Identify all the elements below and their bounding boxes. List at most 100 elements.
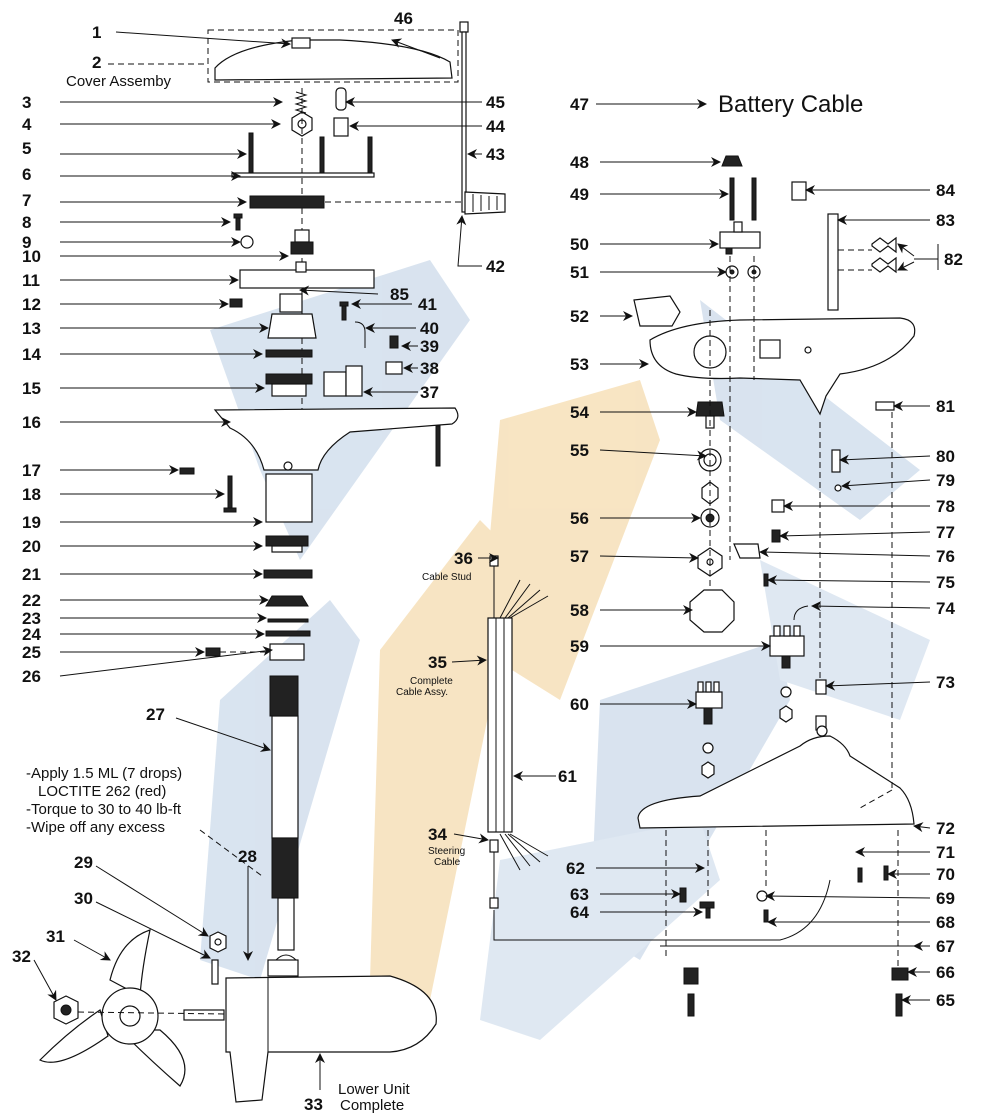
label-4: 4 [22, 115, 32, 134]
label-48: 48 [570, 153, 589, 172]
label-58: 58 [570, 601, 589, 620]
label-2: 2 [92, 53, 101, 72]
frame-part-11 [239, 261, 375, 289]
label-52: 52 [570, 307, 589, 326]
collar-part-26 [269, 643, 305, 661]
bolt-part-18 [223, 475, 237, 513]
clip-part-78 [771, 499, 785, 513]
label-6: 6 [22, 165, 31, 184]
screw-part-39 [389, 335, 399, 349]
label-53: 53 [570, 355, 589, 374]
label-20: 20 [22, 537, 41, 556]
nuts-part-51 [725, 265, 761, 279]
label-19: 19 [22, 513, 41, 532]
captions: Cover Assemby Battery Cable Cable Stud C… [26, 63, 863, 1114]
tie-strap-part-43 [459, 21, 469, 213]
shaft-part-27 [269, 675, 299, 961]
lower-screws-parts [679, 865, 909, 1017]
loctite-note-line-3: -Torque to 30 to 40 lb-ft [26, 801, 182, 818]
label-23: 23 [22, 609, 41, 628]
wingnut-part-82 [871, 236, 897, 274]
cap-part-48 [721, 155, 743, 167]
label-50: 50 [570, 235, 589, 254]
loctite-note-line-4: -Wipe off any excess [26, 819, 165, 836]
rod-part-83 [827, 213, 839, 311]
label-81: 81 [936, 397, 955, 416]
label-9: 9 [22, 233, 31, 252]
label-28: 28 [238, 847, 257, 866]
plate-part-6 [231, 172, 375, 178]
head-housing-part-16 [213, 407, 459, 471]
prop-nut-part-32 [53, 995, 79, 1025]
label-39: 39 [420, 337, 439, 356]
label-12: 12 [22, 295, 41, 314]
block-part-84 [791, 181, 807, 201]
middle-part-numbers: 46 45 44 43 42 85 41 40 39 38 37 36 35 3… [390, 9, 577, 844]
label-34: 34 [428, 825, 447, 844]
label-84: 84 [936, 181, 955, 200]
label-69: 69 [936, 889, 955, 908]
label-32: 32 [12, 947, 31, 966]
complete-cable-caption-2: Cable Assy. [396, 687, 448, 698]
switch-part-59 [769, 625, 805, 723]
lower-unit-caption-2: Complete [340, 1097, 404, 1114]
tube-part-19 [265, 461, 313, 523]
label-24: 24 [22, 625, 41, 644]
label-29: 29 [74, 853, 93, 872]
spring-part [294, 91, 308, 114]
label-5: 5 [22, 139, 31, 158]
bushing-part-73 [815, 679, 827, 731]
complete-cable-caption-1: Complete [410, 676, 453, 687]
label-49: 49 [570, 185, 589, 204]
label-57: 57 [570, 547, 589, 566]
label-83: 83 [936, 211, 955, 230]
label-67: 67 [936, 937, 955, 956]
label-80: 80 [936, 447, 955, 466]
lower-unit-part-33 [225, 959, 437, 1103]
loctite-guide-line [199, 829, 263, 877]
label-66: 66 [936, 963, 955, 982]
bracket-part-76 [733, 543, 761, 559]
label-65: 65 [936, 991, 955, 1010]
washer-part-23 [267, 618, 309, 623]
loctite-note-line-2: LOCTITE 262 (red) [38, 783, 166, 800]
cable-assembly-part [487, 555, 831, 941]
label-78: 78 [936, 497, 955, 516]
cover-assembly-part [207, 29, 459, 83]
label-51: 51 [570, 263, 589, 282]
label-21: 21 [22, 565, 41, 584]
screws-part-5 [248, 132, 373, 176]
label-22: 22 [22, 591, 41, 610]
label-79: 79 [936, 471, 955, 490]
switch-part-44 [333, 117, 349, 137]
label-14: 14 [22, 345, 41, 364]
label-1: 1 [92, 23, 101, 42]
pin-part-9 [240, 235, 254, 249]
label-64: 64 [570, 903, 589, 922]
label-42: 42 [486, 257, 505, 276]
pin-part-81 [875, 401, 895, 411]
label-74: 74 [936, 599, 955, 618]
pinion-part-10 [290, 229, 314, 255]
label-30: 30 [74, 889, 93, 908]
screw-part-8 [233, 213, 243, 231]
screw-part-77 [771, 529, 781, 543]
screw-part-41 [339, 301, 349, 321]
loctite-note-line-1: -Apply 1.5 ML (7 drops) [26, 765, 182, 782]
label-68: 68 [936, 913, 955, 932]
lower-unit-caption-1: Lower Unit [338, 1081, 411, 1098]
cone-part-22 [265, 595, 309, 607]
label-35: 35 [428, 653, 447, 672]
motor-part-13 [267, 293, 317, 339]
cable-stud-caption: Cable Stud [422, 572, 471, 583]
label-25: 25 [22, 643, 41, 662]
label-16: 16 [22, 413, 41, 432]
label-10: 10 [22, 247, 41, 266]
screw-part-75 [763, 573, 769, 587]
mount-housing-part-53 [649, 317, 916, 416]
screw-part-25 [205, 647, 221, 657]
nut-part-58 [689, 589, 735, 633]
knob-part-52 [633, 295, 681, 327]
label-36: 36 [454, 549, 473, 568]
